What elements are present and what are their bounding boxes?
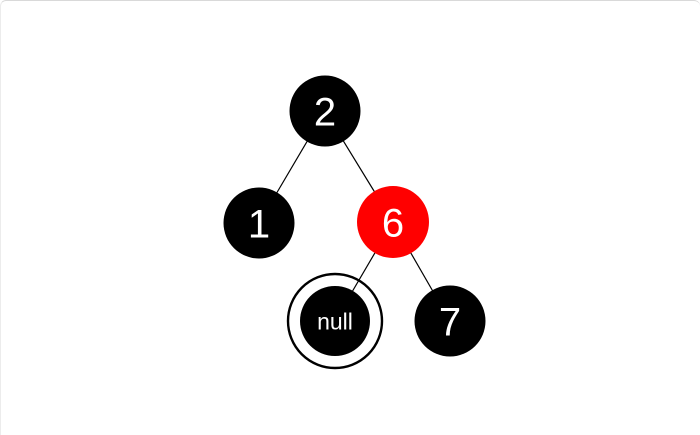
selection-ring <box>286 272 384 370</box>
node-circle[interactable] <box>300 286 370 356</box>
node-label: 1 <box>248 203 270 247</box>
node-circle[interactable] <box>357 186 429 258</box>
node-label: 2 <box>314 91 336 135</box>
tree-node-1[interactable]: 1 <box>223 187 295 259</box>
node-circle[interactable] <box>414 285 486 357</box>
node-circle[interactable] <box>223 187 295 259</box>
node-label: null <box>317 309 353 335</box>
tree-node-6[interactable]: 6 <box>357 186 429 258</box>
node-circle[interactable] <box>289 75 361 147</box>
tree-node-2[interactable]: 2 <box>289 75 361 147</box>
node-label: 6 <box>382 202 404 246</box>
tree-node-7[interactable]: 7 <box>414 285 486 357</box>
node-label: 7 <box>439 301 461 345</box>
tree-node-null[interactable]: null <box>300 286 370 356</box>
